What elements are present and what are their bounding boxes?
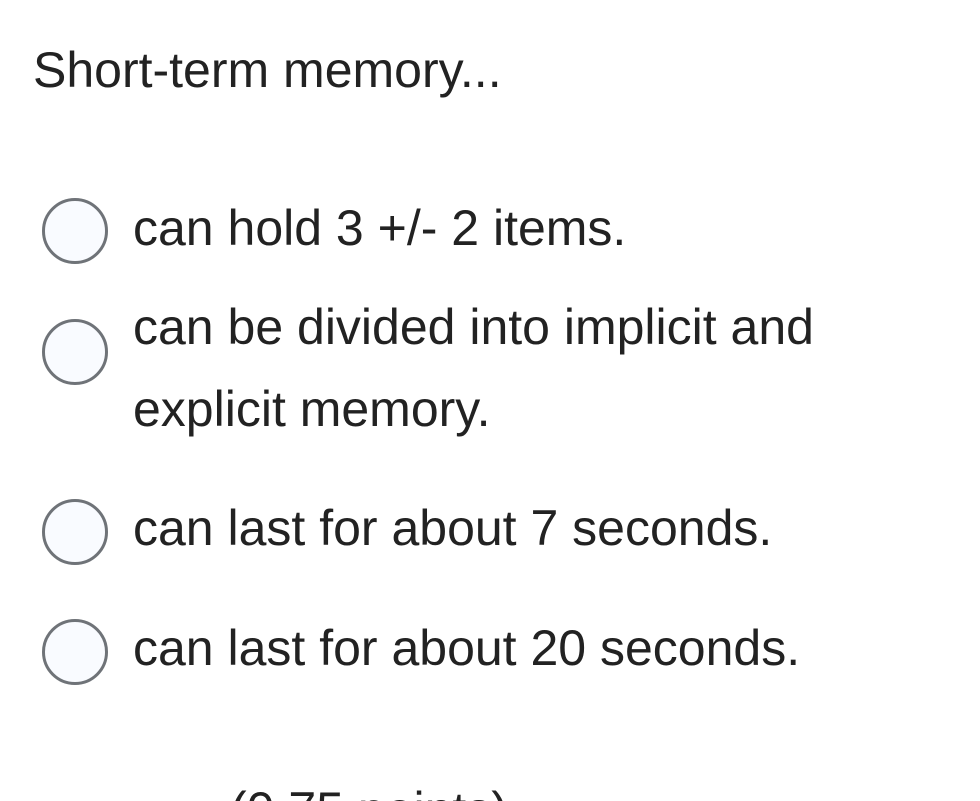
option-20-seconds[interactable]: can last for about 20 seconds. (40, 610, 940, 690)
option-label-line-2: explicit memory. (133, 381, 491, 437)
radio-button[interactable] (42, 499, 108, 565)
option-label: can last for about 7 seconds. (133, 500, 773, 556)
question-stem: Short-term memory... (33, 42, 502, 98)
radio-button[interactable] (42, 619, 108, 685)
option-label: can hold 3 +/- 2 items. (133, 200, 627, 256)
option-label: can last for about 20 seconds. (133, 620, 801, 676)
radio-button[interactable] (42, 319, 108, 385)
option-3-plus-minus-2-items[interactable]: can hold 3 +/- 2 items. (40, 190, 940, 270)
points-text: (0.75 points) (230, 780, 508, 801)
radio-button[interactable] (42, 198, 108, 264)
option-implicit-explicit-memory[interactable]: can be divided into implicit and explici… (40, 285, 940, 445)
option-7-seconds[interactable]: can last for about 7 seconds. (40, 490, 940, 570)
option-label-line-1: can be divided into implicit and (133, 299, 814, 355)
